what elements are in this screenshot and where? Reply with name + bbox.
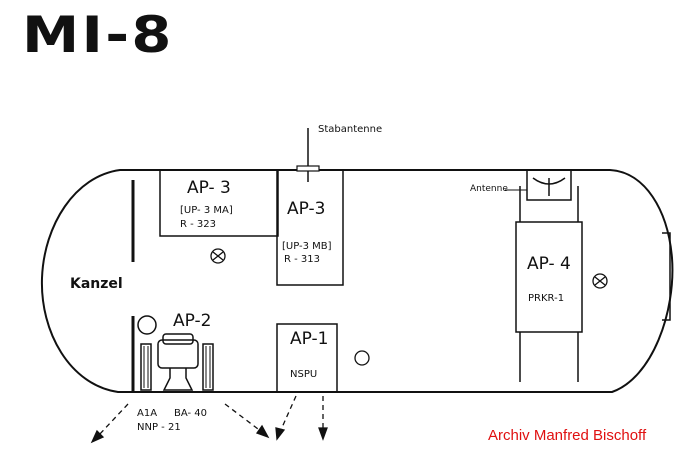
ap3-left-line2: R - 323 — [180, 219, 217, 230]
kanzel-label: Kanzel — [70, 276, 123, 292]
ap2-seat — [137, 315, 214, 391]
ap2-name: AP-2 — [173, 311, 212, 331]
a1a-label: A1A — [137, 408, 158, 419]
ap4-line1: PRKR-1 — [528, 293, 565, 304]
ap1-box — [276, 323, 338, 393]
ap4-name: AP- 4 — [527, 254, 571, 274]
ap3-center-line1: [UP-3 MB] — [282, 241, 332, 252]
fan-icons — [210, 248, 608, 366]
stabantenne-base — [296, 165, 320, 172]
ap3-left-name: AP- 3 — [187, 178, 231, 198]
fuselage-outline — [40, 169, 674, 393]
ap3-center-line2: R - 313 — [284, 254, 321, 265]
ap3-center-box — [276, 169, 344, 286]
ap4-rack — [505, 169, 583, 382]
ap1-line1: NSPU — [290, 369, 318, 380]
antenne-label: Antenne — [470, 184, 508, 194]
ba40-label: BA- 40 — [174, 408, 207, 419]
ap3-center-name: AP-3 — [287, 199, 326, 219]
nnp21-label: NNP - 21 — [137, 422, 181, 433]
ap3-left-line1: [UP- 3 MA] — [180, 205, 233, 216]
archive-credit: Archiv Manfred Bischoff — [488, 427, 647, 444]
ap4-box — [515, 221, 583, 333]
ap3-left-box — [159, 169, 279, 237]
stabantenne-label: Stabantenne — [318, 124, 383, 135]
tail-notch — [662, 232, 671, 321]
antenne-frame — [526, 169, 572, 201]
page-title: MI-8 — [22, 6, 174, 64]
ap1-name: AP-1 — [290, 329, 329, 349]
drop-arrows — [90, 395, 328, 444]
